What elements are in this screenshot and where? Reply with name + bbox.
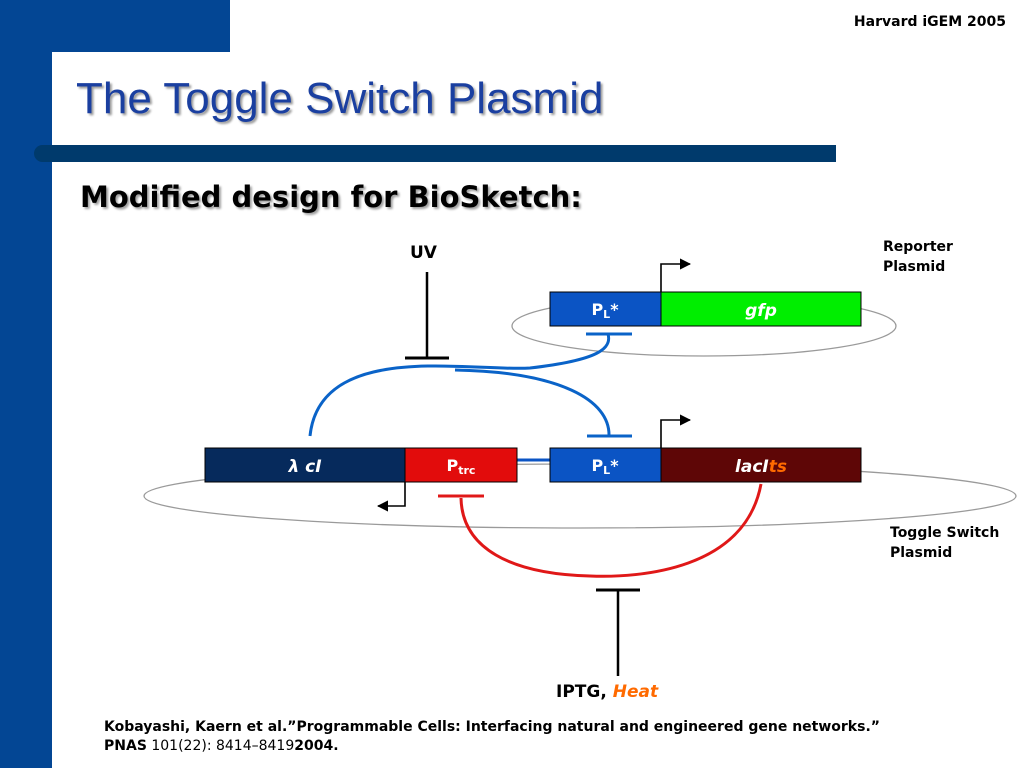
- citation: Kobayashi, Kaern et al.”Programmable Cel…: [104, 718, 880, 756]
- laci-repression-curve: [459, 483, 763, 578]
- citation-year: 2004.: [294, 738, 339, 754]
- gfp-gene-block: [660, 291, 862, 327]
- toggle-pl-label: PL*: [591, 456, 619, 477]
- reporter-transcription-arrow: [660, 258, 692, 292]
- reporter-pl-label: PL*: [591, 300, 619, 321]
- slide-subtitle: Modified design for BioSketch:: [80, 180, 582, 214]
- gfp-gene-label: gfp: [745, 301, 777, 321]
- citation-line-1: Kobayashi, Kaern et al.”Programmable Cel…: [104, 719, 880, 735]
- laci-ts-gene-block: [660, 447, 862, 483]
- citation-line-2: PNAS 101(22): 8414–84192004.: [104, 737, 880, 756]
- toggle-forward-transcription-arrow: [660, 414, 692, 448]
- ptrc-reverse-transcription-arrow: [376, 482, 406, 512]
- lambda-ci-gene-block: [204, 447, 406, 483]
- ci-repression-curve-toggle: [454, 368, 611, 437]
- toggle-pl-promoter-block: [549, 447, 662, 483]
- iptg-heat-label: IPTG, Heat: [556, 682, 659, 702]
- lambda-ci-label: λ cI: [287, 457, 321, 477]
- slide-title: The Toggle Switch Plasmid: [76, 74, 604, 123]
- ptrc-label: Ptrc: [447, 456, 476, 477]
- reporter-plasmid-label: Reporter Plasmid: [883, 239, 958, 275]
- toggle-switch-plasmid-label: Toggle Switch Plasmid: [890, 525, 1004, 561]
- title-rule: [34, 145, 836, 162]
- laci-ts-label: lacIts: [735, 457, 787, 477]
- citation-ref: 101(22): 8414–8419: [146, 738, 295, 754]
- reporter-pl-block: [549, 291, 662, 327]
- header-tag: Harvard iGEM 2005: [853, 14, 1006, 30]
- ci-repression-curve: [308, 333, 611, 437]
- frame-left-bar: [0, 0, 52, 768]
- ptrc-promoter-block: [404, 447, 518, 483]
- uv-label: UV: [410, 243, 438, 263]
- citation-journal: PNAS: [104, 738, 147, 754]
